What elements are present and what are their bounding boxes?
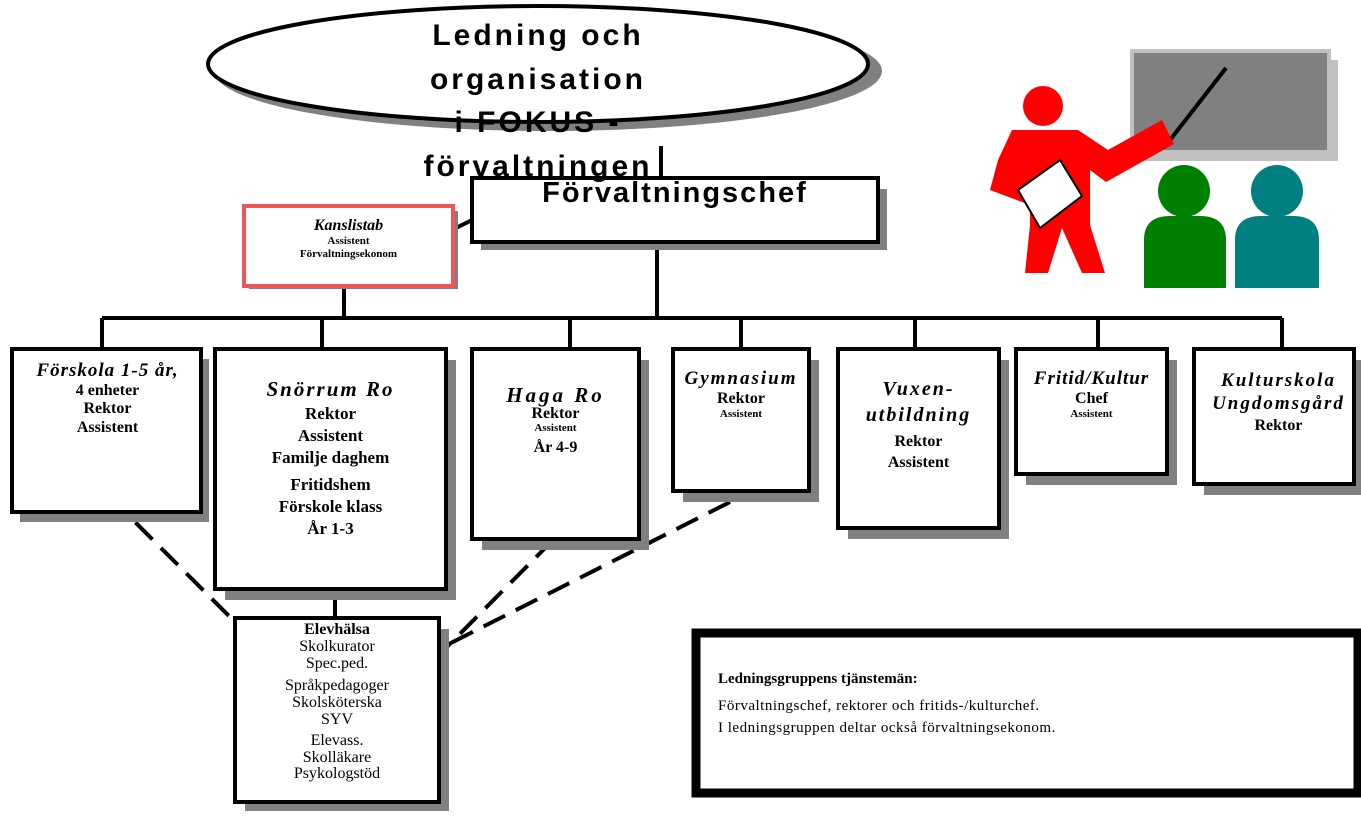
note-heading: Ledningsgruppens tjänstemän: <box>718 671 918 687</box>
title-line-1: Ledning och organisation <box>429 19 646 96</box>
unit-vuxenutbildning: Vuxen- utbildning Rektor Assistent <box>838 376 999 474</box>
unit-line: Rektor <box>894 433 943 450</box>
note-content: Ledningsgruppens tjänstemän: Förvaltning… <box>718 668 1338 740</box>
diagram-title: Ledning och organisation i FOKUS - förva… <box>358 14 718 188</box>
unit-line: Förskole klass <box>278 496 383 516</box>
connector-lines <box>100 146 1284 617</box>
unit-title-line-2: utbildning <box>865 404 972 426</box>
elevhalsa-item: SYV <box>320 710 353 728</box>
unit-title: Haga Ro <box>506 383 605 407</box>
elevhalsa-title: Elevhälsa <box>304 621 370 638</box>
unit-line: Familje daghem <box>271 448 390 468</box>
unit-fritid-kultur: Fritid/Kultur Chef Assistent <box>1010 368 1173 421</box>
unit-line: Rektor <box>305 404 356 424</box>
unit-line: Assistent <box>297 426 364 446</box>
presenter-with-pointer-icon <box>990 49 1338 288</box>
elevhalsa-content: Elevhälsa Skolkurator Spec.ped. Språkped… <box>235 621 439 783</box>
unit-title-line-2: Ungdomsgård <box>1212 392 1345 414</box>
elevhalsa-box <box>233 616 449 811</box>
unit-line: Assistent <box>887 453 950 471</box>
unit-line: 4 enheter <box>75 381 140 399</box>
unit-line: Assistent <box>719 408 763 421</box>
unit-title: Snörrum Ro <box>266 377 395 401</box>
unit-title: Fritid/Kultur <box>1033 368 1150 389</box>
note-line-1: Förvaltningschef, rektorer och fritids-/… <box>718 697 1040 714</box>
person-teal-icon <box>1235 165 1319 288</box>
title-ellipse <box>206 4 882 131</box>
elevhalsa-item: Skolsköterska <box>292 694 382 712</box>
unit-title: Förskola 1-5 år, <box>36 360 179 381</box>
title-line-2: i FOKUS - förvaltningen <box>423 106 653 183</box>
unit-line: Fritidshem <box>290 474 371 494</box>
unit-gymnasium: Gymnasium Rektor Assistent <box>673 368 809 421</box>
kansli-content: Kanslistab Assistent Förvaltningsekonom <box>244 217 453 261</box>
elevhalsa-item: Språkpedagoger <box>285 677 389 695</box>
unit-kulturskola: Kulturskola Ungdomsgård Rektor <box>1196 370 1361 435</box>
unit-line: Rektor <box>83 400 132 418</box>
elevhalsa-item: Elevass. <box>310 731 364 749</box>
dashed-links <box>108 495 731 662</box>
person-green-icon <box>1144 165 1226 288</box>
kansli-title: Kanslistab <box>313 217 384 234</box>
unit-title: Gymnasium <box>684 368 798 389</box>
chief-label: Förvaltningschef <box>542 177 808 209</box>
unit-line: År 4-9 <box>533 439 578 457</box>
note-box <box>691 628 1361 798</box>
note-line-2: I ledningsgruppen deltar också förvaltni… <box>718 720 1056 736</box>
unit-snorrum-ro: Snörrum Ro Rektor Assistent Familje dagh… <box>215 376 446 540</box>
kansli-line-1: Assistent <box>327 235 370 248</box>
elevhalsa-item: Spec.ped. <box>305 654 369 672</box>
elevhalsa-item: Skolläkare <box>302 748 372 766</box>
elevhalsa-item: Skolkurator <box>299 637 375 655</box>
unit-title-line-1: Kulturskola <box>1221 370 1336 391</box>
unit-line: År 1-3 <box>307 518 354 538</box>
unit-line: Assistent <box>534 421 577 434</box>
unit-haga-ro: Haga Ro Rektor Assistent År 4-9 <box>472 384 639 457</box>
unit-line: Rektor <box>1254 416 1303 434</box>
unit-line: Assistent <box>76 418 139 436</box>
unit-title-line-1: Vuxen- <box>882 378 955 400</box>
unit-boxes <box>10 347 1361 600</box>
unit-line: Assistent <box>1070 408 1113 421</box>
kansli-box <box>242 204 458 289</box>
elevhalsa-item: Psykologstöd <box>293 765 381 783</box>
unit-line: Rektor <box>717 389 765 407</box>
kansli-line-2: Förvaltningsekonom <box>299 248 398 261</box>
unit-forskola: Förskola 1-5 år, 4 enheter Rektor Assist… <box>4 360 211 437</box>
chief-box <box>470 176 887 250</box>
unit-line: Rektor <box>531 405 580 423</box>
unit-line: Chef <box>1075 389 1108 407</box>
